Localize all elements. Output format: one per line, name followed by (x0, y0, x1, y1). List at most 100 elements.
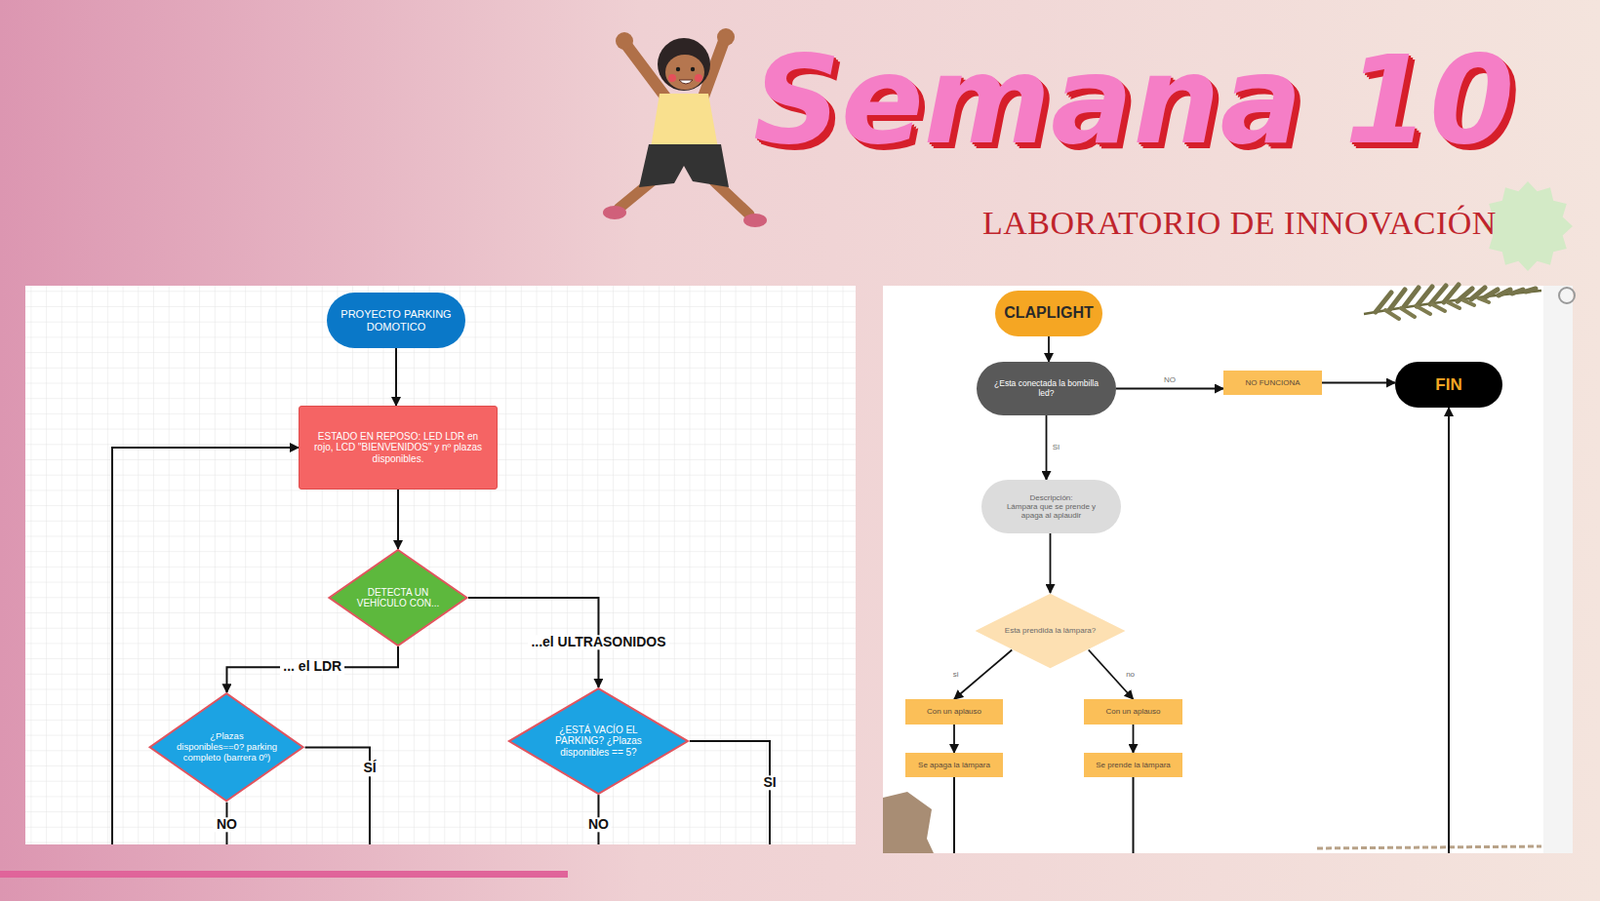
shoe (602, 205, 627, 220)
node-body-text: Lámpara que se prende y apaga al aplaudi… (995, 502, 1108, 520)
edge-label: no (1123, 670, 1137, 680)
eye (676, 67, 680, 72)
zoom-icon (1559, 287, 1575, 304)
node-text: CLAPLIGHT (1000, 304, 1098, 322)
connector (1116, 388, 1224, 391)
decision-diamond: Esta prendida la lámpara? (973, 593, 1127, 670)
node-content: PROYECTO PARKING DOMOTICO (338, 308, 454, 333)
node-text: Con un aplauso (909, 707, 1000, 717)
node-content: Descripción:Lámpara que se prende y apag… (995, 493, 1108, 521)
branch-label: SÍ (360, 761, 379, 777)
decision-diamond: ¿Plazas disponibles==0? parking completo… (148, 692, 305, 803)
shoe (743, 213, 767, 228)
paper-edge (1317, 846, 1542, 849)
fern (1363, 284, 1542, 320)
node-text: Descripción: (995, 493, 1108, 503)
diamond-shape (150, 693, 304, 801)
edge-label: NO (1161, 375, 1178, 385)
decision-diamond: ¿ESTÁ VACÍO EL PARKING? ¿Plazas disponib… (507, 687, 690, 796)
hand (615, 32, 634, 50)
shirt (650, 93, 719, 149)
shorts (639, 144, 729, 188)
fern-leaves (1385, 298, 1489, 320)
branch-line (1132, 777, 1135, 854)
panel-sliver (1543, 285, 1573, 854)
process-box: NO FUNCIONA (1223, 370, 1322, 396)
node-text: DETECTA UN VEHÍCULO CON... (353, 587, 443, 610)
process-box: Se apaga la lámpara (905, 753, 1003, 778)
terminal-pill: PROYECTO PARKING DOMOTICO (326, 292, 466, 349)
branch-line (953, 777, 956, 854)
left-panel (25, 285, 856, 845)
process-box: Con un aplauso (905, 699, 1003, 725)
start-pill: CLAPLIGHT (995, 290, 1103, 337)
return-line (1447, 407, 1450, 854)
decision-diamond: DETECTA UN VEHÍCULO CON... (327, 549, 469, 647)
connector (1321, 382, 1396, 385)
edge-label: ...el ULTRASONIDOS (527, 635, 669, 650)
accent-bar (0, 871, 568, 879)
diamond-shape (975, 594, 1126, 669)
diamond-shape (328, 550, 467, 646)
eye (690, 67, 695, 72)
edge-label: SI (1050, 443, 1063, 453)
process-box: Se prende la lámpara (1083, 753, 1183, 778)
connector (953, 724, 956, 754)
connectors (226, 336, 1396, 754)
edge-label: ... el LDR (280, 660, 345, 676)
node-text: ¿Plazas disponibles==0? parking completo… (176, 731, 278, 764)
node-text: Esta prendida la lámpara? (1001, 626, 1100, 636)
node-text: ¿Esta conectada la bombilla led? (990, 379, 1103, 400)
question-pill: ¿Esta conectada la bombilla led? (976, 361, 1117, 416)
leg (714, 181, 750, 215)
node-content: FIN (1402, 375, 1495, 396)
face (665, 54, 705, 90)
process-box: Con un aplauso (1083, 699, 1183, 725)
cheek (694, 74, 703, 82)
branch-label: NO (213, 817, 240, 833)
smile (679, 80, 693, 84)
node-content: ¿ESTÁ VACÍO EL PARKING? ¿Plazas disponib… (540, 724, 657, 760)
connector (226, 646, 399, 693)
node-content: ¿Plazas disponibles==0? parking completo… (176, 731, 278, 764)
connector (1132, 724, 1135, 754)
paper-scrap (882, 792, 934, 854)
connector (1045, 415, 1048, 480)
node-content: ¿Esta conectada la bombilla led? (990, 379, 1103, 400)
node-text: FIN (1402, 375, 1495, 396)
node-text: Con un aplauso (1087, 707, 1179, 717)
node-content: Se prende la lámpara (1087, 760, 1179, 770)
diamond-shape (509, 688, 688, 795)
node-content: Con un aplauso (909, 707, 1000, 717)
branch-label: NO (585, 817, 612, 833)
node-content: NO FUNCIONA (1227, 378, 1319, 388)
right-panel (882, 285, 1544, 854)
description-pill: Descripción:Lámpara que se prende y apag… (981, 480, 1121, 534)
branch-line (689, 741, 770, 845)
node-text: Se prende la lámpara (1087, 760, 1179, 770)
node-text: Se apaga la lámpara (909, 760, 1000, 770)
edge-label: si (951, 670, 961, 680)
connector (1049, 533, 1052, 594)
node-content: Se apaga la lámpara (909, 760, 1000, 770)
node-content: ESTADO EN REPOSO: LED LDR en rojo, LCD "… (308, 431, 488, 466)
node-text: ¿ESTÁ VACÍO EL PARKING? ¿Plazas disponib… (540, 724, 657, 760)
process-box: ESTADO EN REPOSO: LED LDR en rojo, LCD "… (298, 405, 498, 490)
subtitle: LABORATORIO DE INNOVACIÓN (982, 204, 1497, 241)
cheek (668, 74, 677, 82)
end-pill: FIN (1395, 361, 1503, 408)
grid (25, 285, 856, 845)
node-content: CLAPLIGHT (1000, 304, 1098, 322)
node-text: ESTADO EN REPOSO: LED LDR en rojo, LCD "… (308, 431, 488, 466)
hair (657, 38, 711, 91)
branch-label: SI (760, 775, 779, 791)
node-content: Con un aplauso (1087, 707, 1179, 717)
node-text: PROYECTO PARKING DOMOTICO (338, 308, 454, 333)
slide-title: Semana 10 (753, 39, 1515, 161)
node-content: Esta prendida la lámpara? (1001, 626, 1100, 636)
node-content: DETECTA UN VEHÍCULO CON... (353, 587, 443, 610)
hand (717, 28, 735, 46)
connector (1047, 336, 1050, 362)
